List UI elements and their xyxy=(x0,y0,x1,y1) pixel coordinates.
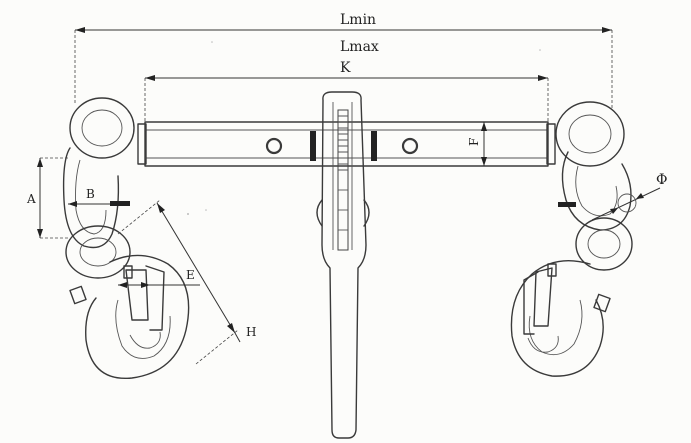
scan-noise xyxy=(187,41,541,215)
label-f: F xyxy=(467,138,481,146)
label-a: A xyxy=(26,192,36,206)
label-b: B xyxy=(86,187,95,201)
label-phi: Φ xyxy=(656,172,667,188)
dim-h xyxy=(117,199,241,365)
dim-e xyxy=(118,282,200,288)
label-k: K xyxy=(340,60,351,76)
dim-f xyxy=(481,122,487,166)
right-chain-assembly xyxy=(510,101,633,377)
label-lmin: Lmin xyxy=(340,12,376,28)
dim-b xyxy=(68,201,130,207)
dim-a xyxy=(37,157,70,239)
binder-tube xyxy=(137,121,556,167)
tube-openings xyxy=(265,131,419,161)
label-e: E xyxy=(186,268,195,282)
ratchet-handle xyxy=(316,91,370,439)
dim-phi xyxy=(591,187,661,221)
label-h: H xyxy=(246,325,256,339)
dim-lmin xyxy=(74,27,613,110)
dim-k xyxy=(144,75,549,122)
label-lmax: Lmax xyxy=(340,39,379,55)
left-chain-assembly xyxy=(62,97,190,380)
